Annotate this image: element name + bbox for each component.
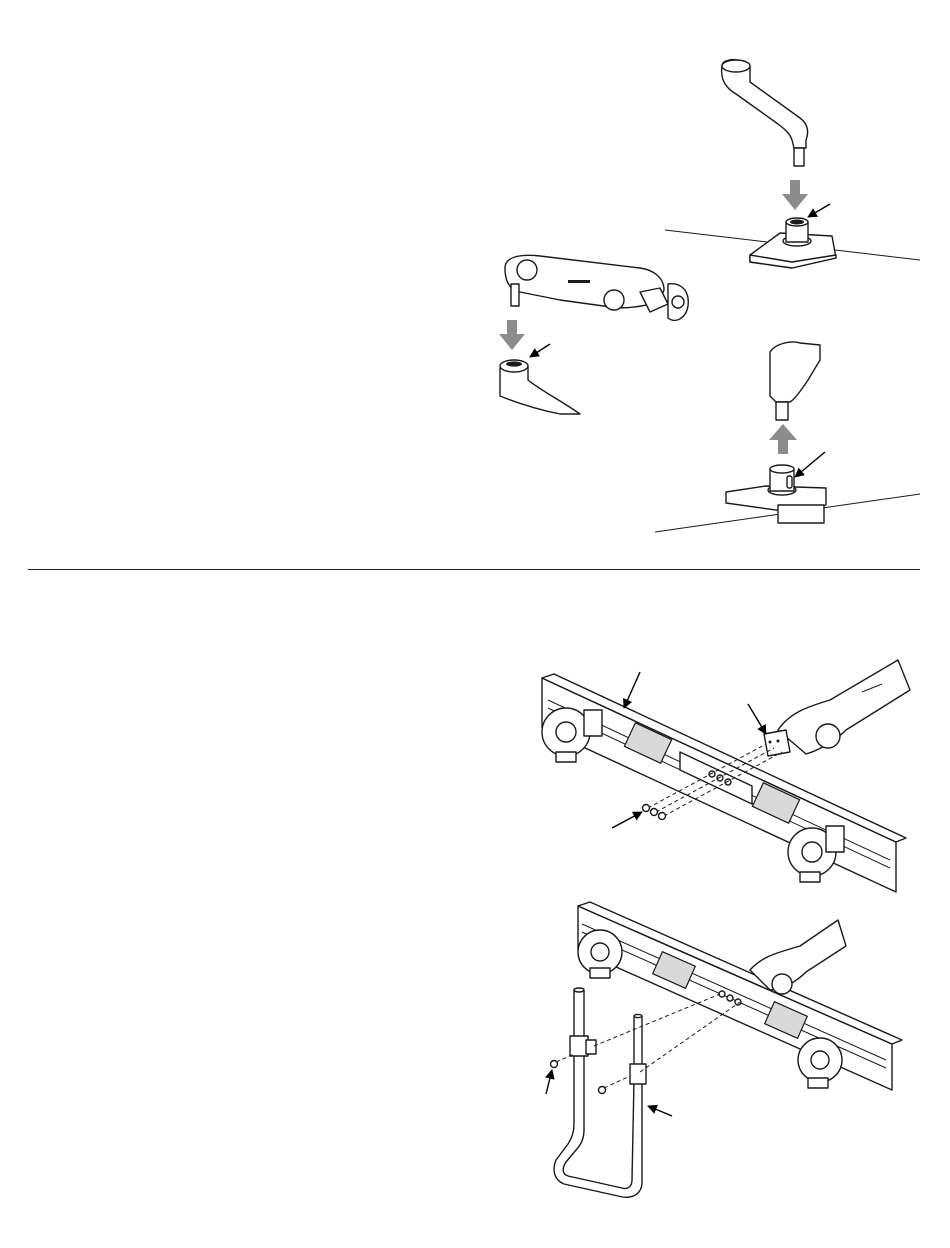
lower-arm-segment: [500, 360, 580, 414]
monitor-arm-segment: [722, 60, 808, 166]
figure-arm-lift-off-base: [655, 342, 920, 532]
down-arrow: [499, 320, 525, 350]
figure-arm-onto-base: [665, 60, 920, 268]
down-arrow: [782, 180, 808, 210]
desk-clamp-base: [750, 218, 836, 268]
callout-arrow-post: [530, 344, 550, 357]
dual-monitor-bar: [578, 902, 902, 1090]
callout-arrow-screws: [612, 812, 642, 828]
monitor-arm-with-tilt: [505, 255, 688, 320]
monitor-arm-end: [764, 660, 910, 756]
vesa-mount-right: [788, 826, 844, 882]
vesa-mount-right: [798, 1038, 842, 1088]
vesa-mount-left: [542, 708, 602, 762]
vesa-mount-left: [578, 930, 622, 978]
figure-arm-to-dual-bar-screws: [542, 660, 910, 892]
callout-arrow-post: [808, 204, 830, 217]
callout-arrow-screw: [546, 1070, 552, 1094]
callout-arrow-pin: [795, 452, 825, 477]
monitor-arm-end: [750, 920, 846, 994]
callout-arrow-handle: [648, 1106, 672, 1116]
monitor-arm-segment: [770, 342, 820, 420]
figure-handle-to-dual-bar: [546, 902, 902, 1197]
callout-arrow-bracket: [748, 704, 766, 734]
callout-arrow-bar: [624, 672, 640, 708]
up-arrow: [769, 424, 797, 454]
figure-arm-onto-arm: [499, 255, 688, 414]
